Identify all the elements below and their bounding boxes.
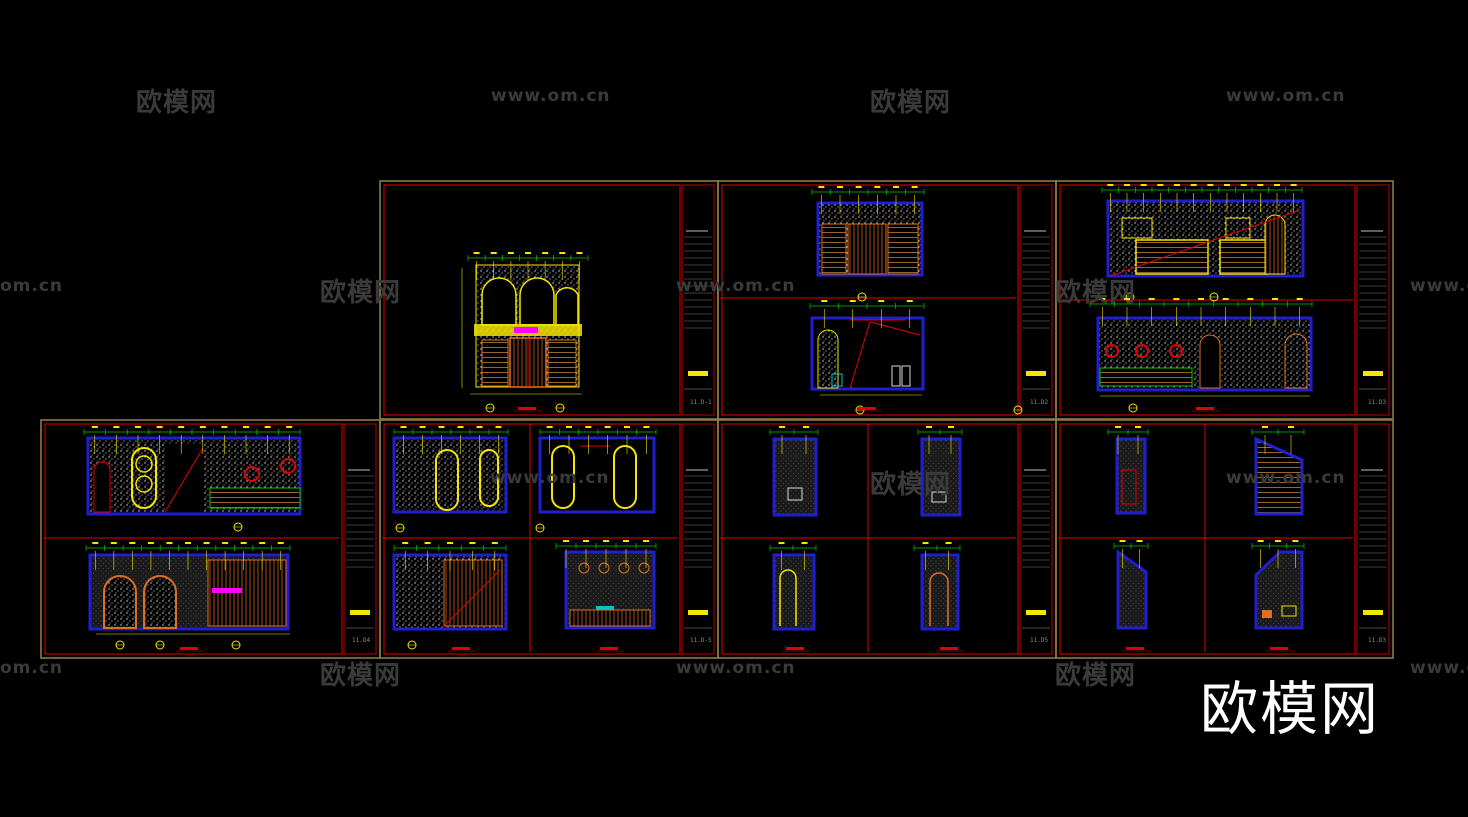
- section-callout: [1209, 292, 1219, 302]
- watermark-url: www.om.cn: [676, 658, 796, 678]
- dimension-chain: [1113, 540, 1149, 568]
- watermark-url: www.om.cn: [1410, 658, 1468, 678]
- watermark-cn: 欧模网: [136, 88, 218, 118]
- site-logo: 欧模网: [1200, 675, 1381, 743]
- sheet-6-elevations: [772, 437, 962, 631]
- sheet-1-elevation: [461, 264, 582, 395]
- section-callout: [535, 523, 545, 533]
- view-title-mark: [514, 407, 542, 412]
- dimension-chain: [1251, 540, 1305, 568]
- view-title-mark: [1192, 407, 1220, 412]
- dimension-chain: [539, 426, 657, 454]
- dimension-chain: [917, 426, 963, 454]
- section-callout: [407, 640, 417, 650]
- view-title-mark: [596, 647, 624, 652]
- watermark-cn: 欧模网: [320, 661, 402, 691]
- dimension-lines: [83, 184, 1313, 652]
- watermark-url: www.om.cn: [1410, 276, 1468, 296]
- dimension-chain: [83, 426, 301, 454]
- sheet-code: 11.D3: [1368, 399, 1387, 406]
- view-title-mark: [448, 647, 476, 652]
- dimension-chain: [393, 542, 507, 570]
- sheet-code: 11.D4: [352, 637, 371, 644]
- sheet-frame: [717, 180, 1057, 420]
- watermark-url: www.om.cn: [1226, 86, 1346, 106]
- sheet-code: 11.D-1: [690, 399, 712, 406]
- dimension-chain: [811, 186, 925, 214]
- section-callout: [115, 640, 125, 650]
- section-callout: [857, 292, 867, 302]
- section-callout: [233, 522, 243, 532]
- view-title-mark: [782, 647, 810, 652]
- sheet-frame: [717, 419, 1057, 659]
- section-callout: [1128, 403, 1138, 413]
- section-callout: [1125, 292, 1135, 302]
- sheet-4-elevations: [86, 436, 302, 635]
- sheet-code: 11.D5: [1030, 637, 1049, 644]
- dimension-chain: [913, 542, 961, 570]
- section-callout: [485, 403, 495, 413]
- view-title-mark: [936, 647, 964, 652]
- dimension-chain: [769, 426, 819, 454]
- watermark-cn: 欧模网: [320, 278, 402, 308]
- dimension-chain: [555, 540, 657, 568]
- watermark-cn: 欧模网: [1055, 661, 1137, 691]
- dimension-chain: [85, 542, 291, 570]
- view-title-mark: [1266, 647, 1294, 652]
- sheet-3-elevations: [1096, 199, 1313, 397]
- watermark-url: om.cn: [0, 658, 64, 678]
- dimension-chain: [1251, 426, 1305, 454]
- sheet-7-elevations: [1115, 436, 1304, 630]
- dimension-chain: [467, 252, 589, 280]
- watermark-url: om.cn: [0, 276, 64, 296]
- view-title-mark: [854, 407, 882, 412]
- sheet-frame: [1055, 419, 1394, 659]
- section-callout: [231, 640, 241, 650]
- watermark-cn: 欧模网: [870, 88, 952, 118]
- sheet-2-elevations: [810, 201, 925, 396]
- watermark-url: www.om.cn: [1226, 468, 1346, 488]
- sheet-5-elevations: [392, 436, 656, 631]
- watermark-url: www.om.cn: [490, 468, 610, 488]
- view-title-mark: [176, 647, 204, 652]
- dimension-chain: [1107, 426, 1149, 454]
- section-callout: [155, 640, 165, 650]
- sheet-code: 11.D-5: [690, 637, 712, 644]
- dimension-chain: [809, 300, 925, 328]
- sheet-code: 11.D3: [1368, 637, 1387, 644]
- dimension-chain: [1089, 298, 1313, 326]
- dimension-chain: [393, 426, 509, 454]
- dimension-chain: [769, 542, 817, 570]
- sheet-code: 11.D2: [1030, 399, 1049, 406]
- dimension-chain: [1101, 184, 1303, 212]
- view-title-mark: [1122, 647, 1150, 652]
- watermark-cn: 欧模网: [1055, 278, 1137, 308]
- sheet-frames: [40, 180, 1394, 659]
- watermark-url: www.om.cn: [491, 86, 611, 106]
- section-callout: [395, 523, 405, 533]
- section-callout: [555, 403, 565, 413]
- section-callout: [1013, 405, 1023, 415]
- watermark-url: www.om.cn: [676, 276, 796, 296]
- watermark-cn: 欧模网: [870, 470, 952, 500]
